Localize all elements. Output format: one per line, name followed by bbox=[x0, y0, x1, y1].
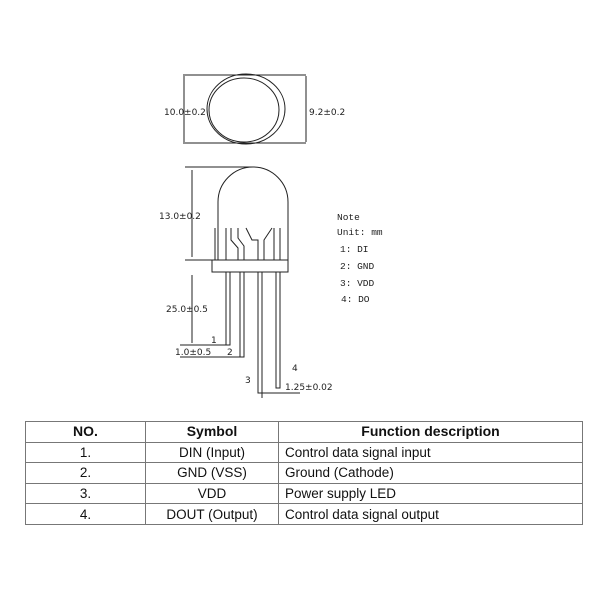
header-function: Function description bbox=[278, 421, 583, 443]
cell-symbol: DIN (Input) bbox=[145, 441, 279, 464]
cell-no: 3. bbox=[25, 482, 146, 505]
side-view: 13.0±0.2 25.0±0.5 1.0±0.5 1.25±0.02 1 2 … bbox=[159, 166, 333, 398]
note-block: Note Unit: mm 1: DI 2: GND 3: VDD 4: DO bbox=[337, 212, 383, 305]
cell-no: 1. bbox=[25, 441, 146, 464]
note-unit: Unit: mm bbox=[337, 227, 383, 238]
lead-length-label: 25.0±0.5 bbox=[166, 305, 208, 315]
lead-offset-label: 1.0±0.5 bbox=[175, 348, 211, 358]
cell-symbol: GND (VSS) bbox=[145, 462, 279, 484]
pin-3-label: 3 bbox=[245, 376, 251, 386]
note-pin-4: 4: DO bbox=[341, 294, 370, 305]
cell-no: 4. bbox=[25, 503, 146, 525]
pin-1-label: 1 bbox=[211, 336, 217, 346]
cell-function: Power supply LED bbox=[278, 482, 583, 505]
cell-function: Ground (Cathode) bbox=[278, 462, 583, 484]
table-row: 2. GND (VSS) Ground (Cathode) bbox=[25, 462, 583, 484]
table-row: 3. VDD Power supply LED bbox=[25, 482, 583, 505]
header-symbol: Symbol bbox=[145, 421, 279, 443]
pin-4-label: 4 bbox=[292, 364, 298, 374]
header-no: NO. bbox=[25, 421, 146, 443]
note-pin-2: 2: GND bbox=[340, 261, 375, 272]
pin-2-label: 2 bbox=[227, 348, 233, 358]
height-label: 13.0±0.2 bbox=[159, 212, 201, 222]
cell-symbol: DOUT (Output) bbox=[145, 503, 279, 525]
cell-no: 2. bbox=[25, 462, 146, 484]
table-header-row: NO. Symbol Function description bbox=[25, 421, 583, 443]
note-title: Note bbox=[337, 212, 360, 223]
note-pin-1: 1: DI bbox=[340, 244, 369, 255]
outer-diameter-label: 10.0±0.2 bbox=[164, 108, 206, 118]
led-dimension-drawing: 10.0±0.2 9.2±0.2 13.0±0.2 25.0±0.5 1.0±0… bbox=[159, 73, 383, 398]
note-pin-3: 3: VDD bbox=[340, 278, 375, 289]
table-row: 1. DIN (Input) Control data signal input bbox=[25, 441, 583, 464]
cell-function: Control data signal input bbox=[278, 441, 583, 464]
table-row: 4. DOUT (Output) Control data signal out… bbox=[25, 503, 583, 525]
cell-symbol: VDD bbox=[145, 482, 279, 505]
lead-pitch-label: 1.25±0.02 bbox=[285, 383, 333, 393]
top-view: 10.0±0.2 9.2±0.2 bbox=[164, 73, 345, 145]
pin-function-table: NO. Symbol Function description 1. DIN (… bbox=[25, 421, 583, 525]
inner-diameter-label: 9.2±0.2 bbox=[309, 108, 345, 118]
cell-function: Control data signal output bbox=[278, 503, 583, 525]
